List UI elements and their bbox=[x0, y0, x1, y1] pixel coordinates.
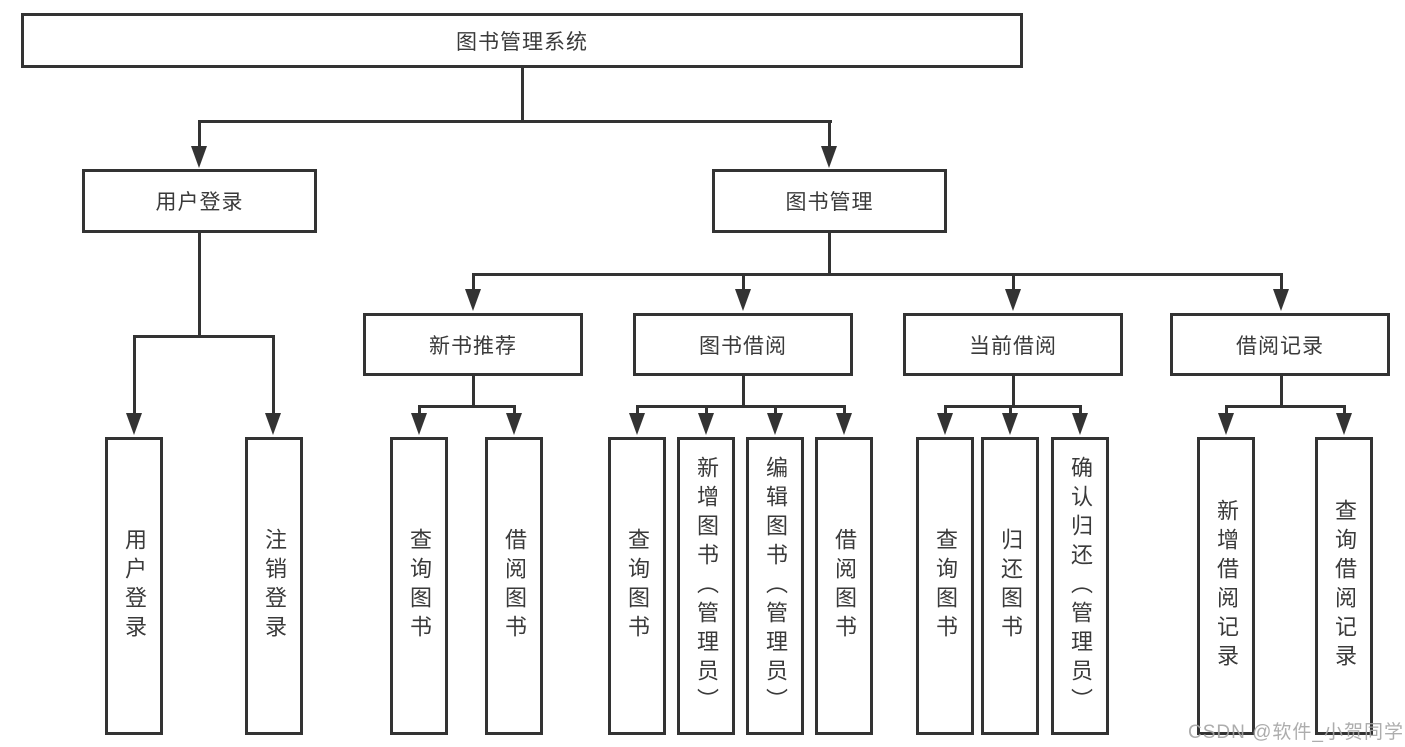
arrow-down-icon bbox=[411, 413, 427, 435]
node-label: 当前借阅 bbox=[969, 334, 1057, 358]
connector bbox=[1225, 405, 1228, 415]
connector bbox=[198, 120, 201, 148]
node-leaf-query-books-current: 查询图书 bbox=[916, 437, 974, 735]
node-leaf-borrow-books-recommend: 借阅图书 bbox=[485, 437, 543, 735]
node-label: 新书推荐 bbox=[429, 334, 517, 358]
connector bbox=[133, 335, 136, 413]
connector bbox=[472, 273, 1283, 276]
node-label: 用户登录 bbox=[155, 191, 244, 214]
node-label: 图书管理 bbox=[785, 191, 874, 214]
node-leaf-edit-books-admin: 编辑图书（管理员） bbox=[746, 437, 804, 735]
arrow-down-icon bbox=[465, 289, 481, 311]
node-leaf-confirm-return-admin: 确认归还（管理员） bbox=[1051, 437, 1109, 735]
arrow-down-icon bbox=[937, 413, 953, 435]
connector bbox=[742, 273, 745, 291]
node-label: 借阅图书 bbox=[832, 528, 857, 644]
node-label: 图书管理系统 bbox=[456, 30, 588, 54]
connector bbox=[636, 405, 639, 415]
connector bbox=[636, 405, 846, 408]
arrow-down-icon bbox=[767, 413, 783, 435]
connector bbox=[1009, 405, 1012, 415]
node-label: 查询图书 bbox=[407, 528, 432, 644]
arrow-down-icon bbox=[191, 146, 207, 168]
connector bbox=[133, 335, 275, 338]
node-leaf-query-borrow-record: 查询借阅记录 bbox=[1315, 437, 1373, 735]
node-leaf-user-login: 用户登录 bbox=[105, 437, 163, 735]
node-leaf-query-books-borrowing: 查询图书 bbox=[608, 437, 666, 735]
arrow-down-icon bbox=[735, 289, 751, 311]
arrow-down-icon bbox=[836, 413, 852, 435]
node-leaf-query-books-recommend: 查询图书 bbox=[390, 437, 448, 735]
connector bbox=[1079, 405, 1082, 415]
node-label: 确认归还（管理员） bbox=[1068, 455, 1093, 717]
connector bbox=[1280, 376, 1283, 407]
arrow-down-icon bbox=[126, 413, 142, 435]
arrow-down-icon bbox=[698, 413, 714, 435]
node-label: 新增图书（管理员） bbox=[694, 455, 719, 717]
connector bbox=[521, 68, 524, 121]
node-label: 图书借阅 bbox=[699, 334, 787, 358]
node-leaf-logout: 注销登录 bbox=[245, 437, 303, 735]
node-user-login-branch: 用户登录 bbox=[82, 169, 317, 233]
arrow-down-icon bbox=[821, 146, 837, 168]
connector bbox=[472, 376, 475, 407]
connector bbox=[843, 405, 846, 415]
connector bbox=[1012, 376, 1015, 407]
connector bbox=[774, 405, 777, 415]
connector bbox=[272, 335, 275, 413]
connector bbox=[418, 405, 421, 415]
arrow-down-icon bbox=[265, 413, 281, 435]
node-current-borrowing: 当前借阅 bbox=[903, 313, 1123, 376]
node-label: 注销登录 bbox=[262, 528, 287, 644]
connector bbox=[198, 120, 832, 123]
arrow-down-icon bbox=[1336, 413, 1352, 435]
node-leaf-return-books: 归还图书 bbox=[981, 437, 1039, 735]
connector bbox=[513, 405, 516, 415]
node-label: 查询图书 bbox=[933, 528, 958, 644]
arrow-down-icon bbox=[1218, 413, 1234, 435]
node-book-management-branch: 图书管理 bbox=[712, 169, 947, 233]
arrow-down-icon bbox=[1005, 289, 1021, 311]
node-label: 借阅图书 bbox=[502, 528, 527, 644]
node-label: 新增借阅记录 bbox=[1214, 499, 1239, 673]
connector bbox=[198, 233, 201, 337]
node-label: 借阅记录 bbox=[1236, 334, 1324, 358]
connector bbox=[742, 376, 745, 407]
node-label: 用户登录 bbox=[122, 528, 147, 644]
csdn-watermark: CSDN @软件_小贺同学 bbox=[1188, 722, 1404, 743]
node-library-management-system: 图书管理系统 bbox=[21, 13, 1023, 68]
node-label: 编辑图书（管理员） bbox=[763, 455, 788, 717]
node-book-borrowing: 图书借阅 bbox=[633, 313, 853, 376]
node-label: 归还图书 bbox=[998, 528, 1023, 644]
arrow-down-icon bbox=[1002, 413, 1018, 435]
connector bbox=[1012, 273, 1015, 291]
node-leaf-borrow-books: 借阅图书 bbox=[815, 437, 873, 735]
node-leaf-add-borrow-record: 新增借阅记录 bbox=[1197, 437, 1255, 735]
connector bbox=[828, 120, 831, 148]
connector bbox=[1280, 273, 1283, 291]
arrow-down-icon bbox=[1273, 289, 1289, 311]
node-leaf-add-books-admin: 新增图书（管理员） bbox=[677, 437, 735, 735]
node-borrowing-records: 借阅记录 bbox=[1170, 313, 1390, 376]
arrow-down-icon bbox=[506, 413, 522, 435]
connector bbox=[1343, 405, 1346, 415]
node-label: 查询借阅记录 bbox=[1332, 499, 1357, 673]
connector bbox=[705, 405, 708, 415]
node-label: 查询图书 bbox=[625, 528, 650, 644]
connector bbox=[418, 405, 516, 408]
connector bbox=[1225, 405, 1346, 408]
arrow-down-icon bbox=[629, 413, 645, 435]
connector bbox=[944, 405, 1082, 408]
arrow-down-icon bbox=[1072, 413, 1088, 435]
node-new-book-recommendation: 新书推荐 bbox=[363, 313, 583, 376]
connector bbox=[944, 405, 947, 415]
connector bbox=[828, 233, 831, 275]
connector bbox=[472, 273, 475, 291]
